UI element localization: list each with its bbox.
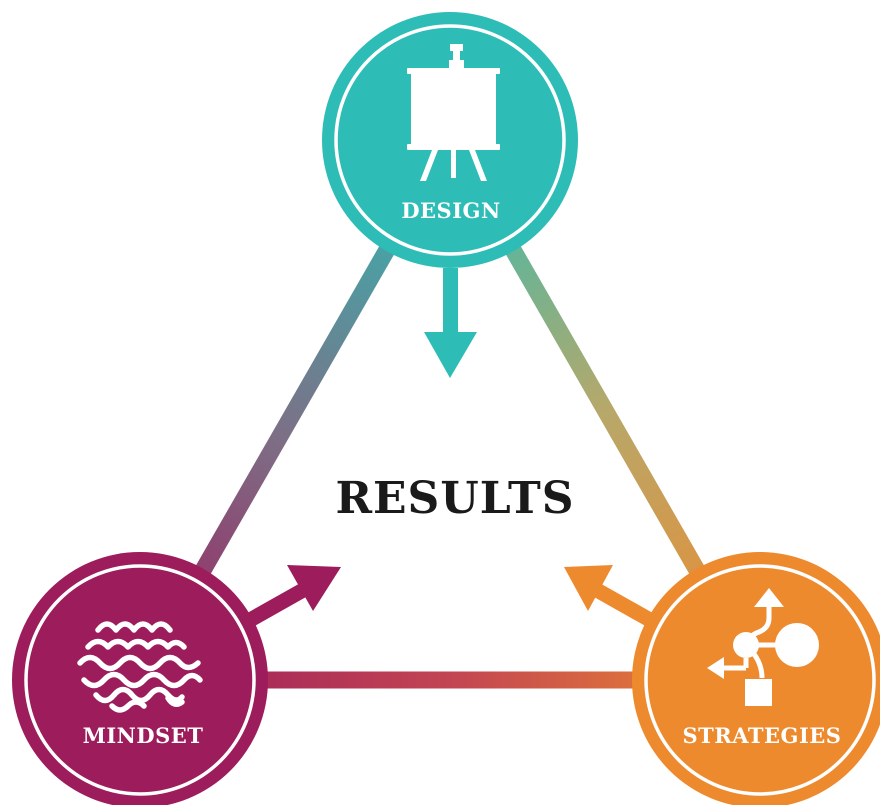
strategies-node: STRATEGIES xyxy=(632,552,880,805)
design-label: DESIGN xyxy=(401,198,500,223)
strategies-arrow xyxy=(564,565,654,627)
design-arrow xyxy=(424,268,477,378)
strategies-label: STRATEGIES xyxy=(683,723,842,748)
design-node: DESIGN xyxy=(322,12,578,268)
easel-icon xyxy=(407,44,500,181)
results-label: RESULTS xyxy=(335,473,574,524)
brain-icon xyxy=(77,621,203,713)
mindset-label: MINDSET xyxy=(83,723,204,748)
mindset-node: MINDSET xyxy=(12,552,268,805)
flowchart-icon xyxy=(707,588,819,706)
mindset-arrow xyxy=(246,565,341,627)
